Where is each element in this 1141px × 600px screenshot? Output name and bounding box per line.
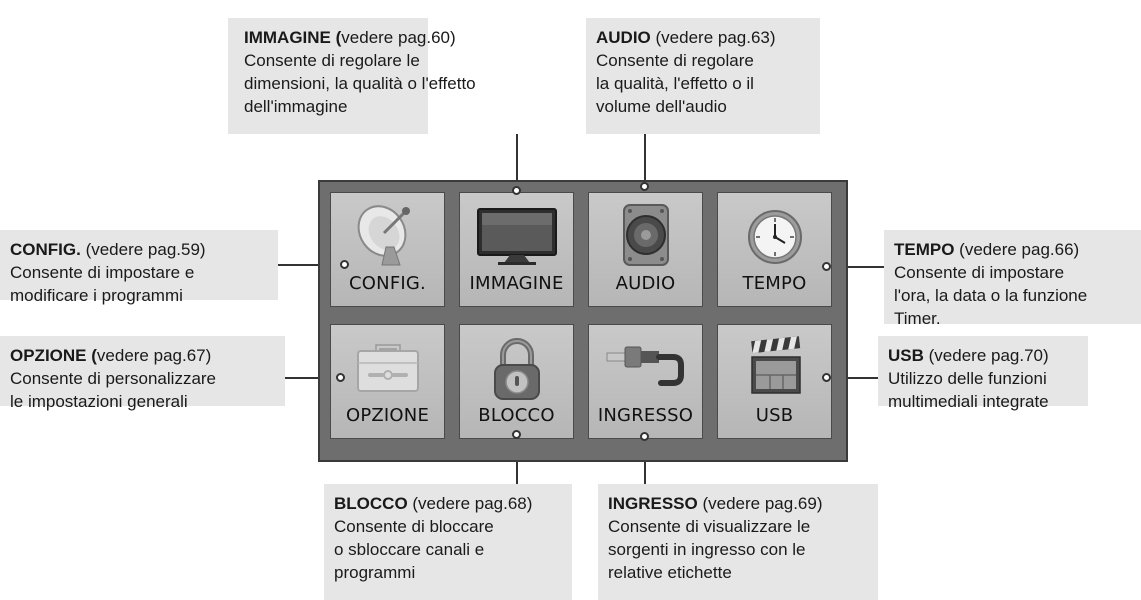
menu-tile-immagine-label: IMMAGINE (469, 273, 564, 294)
callout-tempo-title: TEMPO (894, 240, 955, 259)
callout-immagine-line-2: dimensioni, la qualità o l'effetto (244, 74, 476, 93)
callout-usb-title: USB (888, 346, 924, 365)
callout-audio-line-3: volume dell'audio (596, 97, 727, 116)
leader-tempo (828, 266, 884, 268)
callout-audio: AUDIO (vedere pag.63) Consente di regola… (586, 18, 820, 134)
callout-config-title: CONFIG. (10, 240, 81, 259)
callout-blocco-line-3: programmi (334, 563, 416, 582)
callout-usb-line-1: Utilizzo delle funzioni (888, 369, 1047, 388)
menu-tile-blocco-label: BLOCCO (478, 405, 555, 426)
callout-tempo-ref: (vedere pag.66) (954, 240, 1080, 259)
menu-tile-blocco[interactable]: BLOCCO (459, 324, 574, 439)
leader-usb (826, 377, 878, 379)
toolbox-icon (331, 335, 444, 399)
callout-config: CONFIG. (vedere pag.59) Consente di impo… (0, 230, 278, 305)
callout-ingresso-ref: (vedere pag.69) (697, 494, 823, 513)
callout-immagine-ref: vedere pag.60) (341, 28, 456, 47)
callout-immagine-line-3: dell'immagine (244, 97, 348, 116)
callout-immagine-line-1: Consente di regolare le (244, 51, 420, 70)
dot-config (340, 260, 349, 269)
dot-immagine (512, 186, 521, 195)
callout-audio-ref: (vedere pag.63) (650, 28, 776, 47)
clock-icon (718, 203, 831, 267)
callout-audio-line-1: Consente di regolare (596, 51, 754, 70)
leader-audio (644, 134, 646, 186)
callout-opzione: OPZIONE (vedere pag.67) Consente di pers… (0, 336, 285, 411)
callout-opzione-line-1: Consente di personalizzare (10, 369, 217, 388)
callout-opzione-ref: vedere pag.67) (96, 346, 212, 365)
callout-blocco-line-1: Consente di bloccare (334, 517, 494, 536)
callout-usb-line-2: multimediali integrate (888, 392, 1049, 411)
callout-tempo: TEMPO (vedere pag.66) Consente di impost… (884, 230, 1141, 328)
clapperboard-icon (718, 335, 831, 399)
menu-tile-tempo[interactable]: TEMPO (717, 192, 832, 307)
callout-config-line-2: modificare i programmi (10, 286, 183, 305)
callout-audio-title: AUDIO (596, 28, 651, 47)
menu-tile-config-label: CONFIG. (349, 273, 426, 294)
callout-config-ref: (vedere pag.59) (80, 240, 206, 259)
callout-audio-line-2: la qualità, l'effetto o il (596, 74, 754, 93)
menu-tile-ingresso[interactable]: INGRESSO (588, 324, 703, 439)
callout-config-line-1: Consente di impostare e (10, 263, 195, 282)
callout-tempo-line-2: l'ora, la data o la funzione (894, 286, 1088, 305)
dot-ingresso (640, 432, 649, 441)
callout-ingresso: INGRESSO (vedere pag.69) Consente di vis… (598, 484, 878, 600)
callout-blocco-title: BLOCCO (334, 494, 408, 513)
callout-ingresso-line-1: Consente di visualizzare le (608, 517, 811, 536)
callout-immagine-title: IMMAGINE ( (244, 28, 342, 47)
dot-usb (822, 373, 831, 382)
leader-config (278, 264, 344, 266)
menu-tile-audio[interactable]: AUDIO (588, 192, 703, 307)
menu-tile-opzione[interactable]: OPZIONE (330, 324, 445, 439)
tv-home-menu-panel: CONFIG. IMMAGINE AUDIO (318, 180, 848, 462)
menu-tile-audio-label: AUDIO (615, 273, 676, 294)
menu-tile-opzione-label: OPZIONE (345, 405, 430, 426)
menu-tile-immagine[interactable]: IMMAGINE (459, 192, 574, 307)
callout-usb: USB (vedere pag.70) Utilizzo delle funzi… (878, 336, 1088, 411)
leader-immagine (516, 134, 518, 192)
callout-tempo-line-1: Consente di impostare (894, 263, 1065, 282)
callout-ingresso-line-3: relative etichette (608, 563, 732, 582)
callout-ingresso-line-2: sorgenti in ingresso con le (608, 540, 806, 559)
leader-opzione (285, 377, 341, 379)
padlock-icon (460, 335, 573, 400)
callout-opzione-line-2: le impostazioni generali (10, 392, 188, 411)
dot-blocco (512, 430, 521, 439)
tv-monitor-icon (460, 203, 573, 267)
callout-blocco-line-2: o sbloccare canali e (334, 540, 485, 559)
callout-blocco-ref: (vedere pag.68) (407, 494, 533, 513)
speaker-icon (589, 203, 702, 267)
callout-opzione-title: OPZIONE ( (10, 346, 97, 365)
callout-tempo-line-3: Timer. (894, 309, 941, 328)
callout-ingresso-title: INGRESSO (608, 494, 698, 513)
callout-usb-ref: (vedere pag.70) (923, 346, 1049, 365)
dot-audio (640, 182, 649, 191)
cable-plug-icon (589, 335, 702, 399)
menu-tile-config[interactable]: CONFIG. (330, 192, 445, 307)
menu-tile-usb[interactable]: USB (717, 324, 832, 439)
satellite-dish-icon (331, 203, 444, 267)
menu-tile-usb-label: USB (755, 405, 794, 426)
menu-tile-tempo-label: TEMPO (742, 273, 807, 294)
callout-blocco: BLOCCO (vedere pag.68) Consente di blocc… (324, 484, 572, 600)
dot-opzione (336, 373, 345, 382)
dot-tempo (822, 262, 831, 271)
menu-tile-ingresso-label: INGRESSO (597, 405, 694, 426)
callout-immagine: IMMAGINE (vedere pag.60) Consente di reg… (228, 18, 476, 134)
